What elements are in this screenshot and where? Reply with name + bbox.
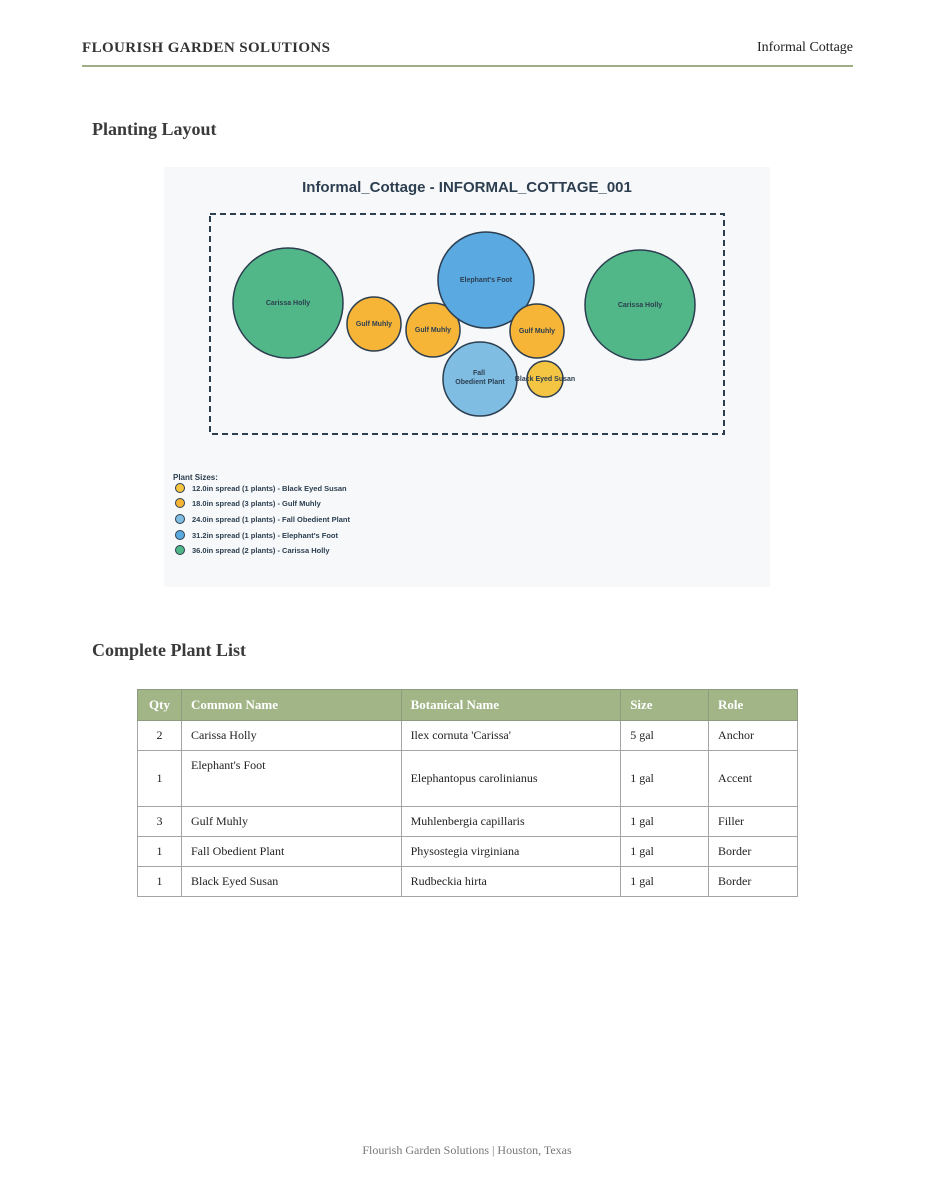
table-row: 3 Gulf Muhly Muhlenbergia capillaris 1 g… <box>137 806 798 837</box>
cell-botanical-name: Ilex cornuta 'Carissa' <box>400 720 622 751</box>
plant-circle: Gulf Muhly <box>405 302 461 358</box>
cell-botanical-name: Elephantopus carolinianus <box>400 750 622 807</box>
cell-qty: 1 <box>137 866 182 897</box>
cell-common-name: Carissa Holly <box>180 720 402 751</box>
cell-role: Filler <box>708 806 798 837</box>
cell-size: 1 gal <box>620 866 710 897</box>
plant-circle: Black Eyed Susan <box>515 360 575 398</box>
cell-qty: 1 <box>137 836 182 867</box>
plant-circle: Gulf Muhly <box>509 303 565 359</box>
page-header: FLOURISH GARDEN SOLUTIONS Informal Cotta… <box>82 38 853 67</box>
column-header-botanical-name: Botanical Name <box>400 689 622 721</box>
cell-qty: 3 <box>137 806 182 837</box>
cell-common-name: Black Eyed Susan <box>180 866 402 897</box>
plant-label: Fall Obedient Plant <box>455 370 505 386</box>
plant-label: Gulf Muhly <box>415 327 451 334</box>
cell-role: Border <box>708 866 798 897</box>
plant-circle: Fall Obedient Plant <box>442 341 518 417</box>
plant-label: Elephant's Foot <box>460 277 513 284</box>
plant-label-line: Obedient Plant <box>455 379 505 386</box>
legend-swatch <box>175 514 185 524</box>
table-row: 1 Elephant's Foot Elephantopus carolinia… <box>137 750 798 807</box>
page-footer: Flourish Garden Solutions | Houston, Tex… <box>362 1143 572 1157</box>
cell-qty: 1 <box>137 750 182 807</box>
cell-common-name: Gulf Muhly <box>180 806 402 837</box>
cell-size: 5 gal <box>620 720 710 751</box>
table-row: 1 Fall Obedient Plant Physostegia virgin… <box>137 836 798 867</box>
cell-qty: 2 <box>137 720 182 751</box>
plant-circle: Gulf Muhly <box>346 296 402 352</box>
legend-item: 18.0in spread (3 plants) - Gulf Muhly <box>192 499 322 508</box>
legend-swatch <box>175 498 185 508</box>
cell-botanical-name: Muhlenbergia capillaris <box>400 806 622 837</box>
plant-label: Black Eyed Susan <box>515 376 575 383</box>
plant-label-line: Fall <box>473 370 485 377</box>
cell-common-name: Fall Obedient Plant <box>180 836 402 867</box>
cell-size: 1 gal <box>620 836 710 867</box>
legend-item: 24.0in spread (1 plants) - Fall Obedient… <box>192 515 350 524</box>
plant-size-legend: Plant Sizes: 12.0in spread (1 plants) - … <box>173 473 350 555</box>
cell-role: Accent <box>708 750 798 807</box>
table-header-row: Qty Common Name Botanical Name Size Role <box>137 689 798 721</box>
column-header-qty: Qty <box>137 689 182 721</box>
legend-item: 12.0in spread (1 plants) - Black Eyed Su… <box>192 484 347 493</box>
plant-list-heading: Complete Plant List <box>92 640 246 660</box>
legend-swatch <box>175 483 185 493</box>
legend-title: Plant Sizes: <box>173 473 218 482</box>
document-type: Informal Cottage <box>756 40 853 55</box>
column-header-common-name: Common Name <box>180 689 402 721</box>
cell-botanical-name: Rudbeckia hirta <box>400 866 622 897</box>
cell-botanical-name: Physostegia virginiana <box>400 836 622 867</box>
brand-name: FLOURISH GARDEN SOLUTIONS <box>82 40 331 56</box>
plant-label: Gulf Muhly <box>519 328 555 335</box>
legend-item: 36.0in spread (2 plants) - Carissa Holly <box>192 546 330 555</box>
cell-role: Border <box>708 836 798 867</box>
table-row: 1 Black Eyed Susan Rudbeckia hirta 1 gal… <box>137 866 798 897</box>
table-row: 2 Carissa Holly Ilex cornuta 'Carissa' 5… <box>137 720 798 751</box>
legend-swatch <box>175 545 185 555</box>
plant-label: Carissa Holly <box>618 302 662 309</box>
cell-common-name: Elephant's Foot <box>180 750 402 807</box>
column-header-role: Role <box>708 689 798 721</box>
planting-layout-heading: Planting Layout <box>92 119 217 139</box>
plant-label: Carissa Holly <box>266 300 310 307</box>
plant-circle: Elephant's Foot <box>437 231 535 329</box>
planting-layout-figure: Informal_Cottage - INFORMAL_COTTAGE_001 … <box>164 167 770 587</box>
legend-swatch <box>175 530 185 540</box>
cell-size: 1 gal <box>620 806 710 837</box>
plant-circle: Carissa Holly <box>584 249 696 361</box>
plant-circle: Carissa Holly <box>232 247 344 359</box>
figure-title: Informal_Cottage - INFORMAL_COTTAGE_001 <box>302 179 632 196</box>
cell-size: 1 gal <box>620 750 710 807</box>
cell-role: Anchor <box>708 720 798 751</box>
column-header-size: Size <box>620 689 710 721</box>
legend-item: 31.2in spread (1 plants) - Elephant's Fo… <box>192 531 338 540</box>
planting-bed-border <box>209 213 725 435</box>
plant-label: Gulf Muhly <box>356 321 392 328</box>
plant-list-table: Qty Common Name Botanical Name Size Role… <box>137 689 798 897</box>
